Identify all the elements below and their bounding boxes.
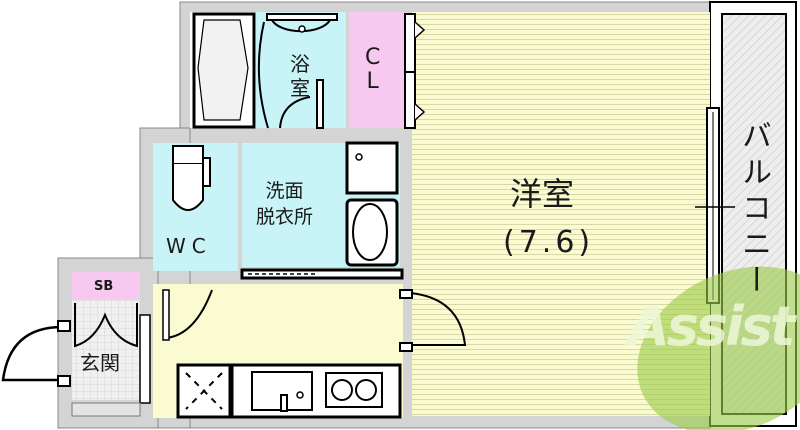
closet-label: C L bbox=[365, 45, 381, 94]
entrance-label: 玄関 bbox=[80, 351, 120, 375]
western-room-size: (7.6) bbox=[503, 225, 595, 260]
shoe-box-label: SB bbox=[94, 279, 114, 294]
western-room-label: 洋室 bbox=[510, 175, 575, 213]
watermark-text: Assist bbox=[628, 295, 796, 358]
balcony-label: バルコニー bbox=[736, 120, 771, 300]
washroom-label: 洗面 脱衣所 bbox=[256, 180, 314, 228]
bath-label: 浴 室 bbox=[290, 52, 310, 100]
assist-watermark bbox=[637, 266, 800, 430]
wc-label: WC bbox=[166, 234, 212, 258]
